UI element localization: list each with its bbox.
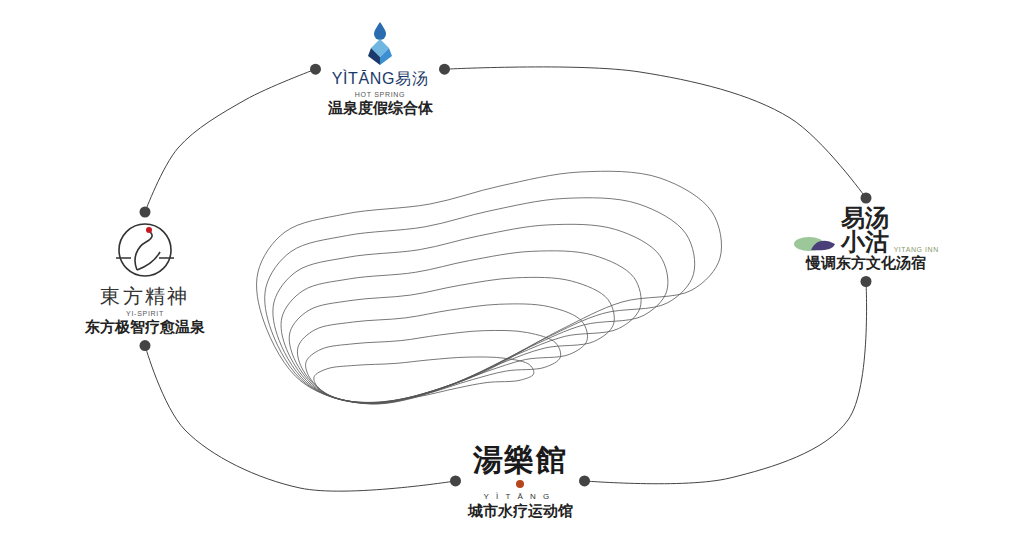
connector-end-dot [450, 475, 461, 486]
brand-logo: 湯樂館 [468, 440, 573, 479]
brand-node: 湯樂館 YÌTĀNG城市水疗运动馆 [456, 432, 585, 530]
contour-line [314, 357, 534, 402]
brand-tagline: HOT SPRING [328, 90, 433, 99]
brand-node: 東方精神YI-SPIRIT东方极智疗愈温泉 [73, 212, 217, 346]
node-caption: 东方极智疗愈温泉 [85, 318, 205, 338]
seal-mark [514, 479, 526, 489]
connector-end-dot [579, 475, 590, 486]
brand-node: YÌTĀNG易汤HOT SPRING温泉度假综合体 [316, 12, 445, 126]
contour-line [289, 277, 614, 403]
connector-end-dot [140, 340, 151, 351]
brand-tagline: YÌTĀNG [468, 492, 573, 502]
logo-row: 易汤小沽YITANG INN [793, 206, 939, 254]
node-caption: 温泉度假综合体 [328, 99, 433, 119]
connector-end-dot [140, 207, 151, 218]
contour-line [306, 330, 561, 402]
connector-group [140, 340, 462, 491]
brand-logo: 東方精神 [85, 283, 205, 309]
arc-connector [145, 346, 456, 492]
connector-end-dot [439, 64, 450, 75]
contour-line [265, 198, 695, 404]
arc-connector [445, 67, 867, 198]
contour-line [281, 251, 641, 404]
contour-line [273, 224, 668, 403]
connector-group [439, 64, 872, 204]
crane-icon [115, 220, 175, 280]
brand-node: 易汤小沽YITANG INN慢调东方文化汤宿 [781, 198, 951, 282]
brand-logo: 易汤小沽 [841, 206, 891, 254]
brand-tagline: YI-SPIRIT [85, 309, 205, 318]
connector-group [579, 276, 872, 486]
arc-connector [145, 69, 316, 212]
arc-connector [585, 282, 867, 484]
node-caption: 慢调东方文化汤宿 [793, 254, 939, 274]
landscape-icon [793, 230, 837, 252]
water-drop-icon [362, 20, 398, 66]
node-caption: 城市水疗运动馆 [468, 502, 573, 522]
contour-line [257, 171, 722, 404]
brand-logo: YÌTĀNG易汤 [328, 69, 433, 90]
connector-end-dot [861, 276, 872, 287]
connector-group [140, 64, 322, 218]
brand-tagline: YITANG INN [894, 245, 939, 254]
connector-end-dot [310, 64, 321, 75]
contour-line [297, 304, 587, 403]
connector-end-dot [861, 193, 872, 204]
